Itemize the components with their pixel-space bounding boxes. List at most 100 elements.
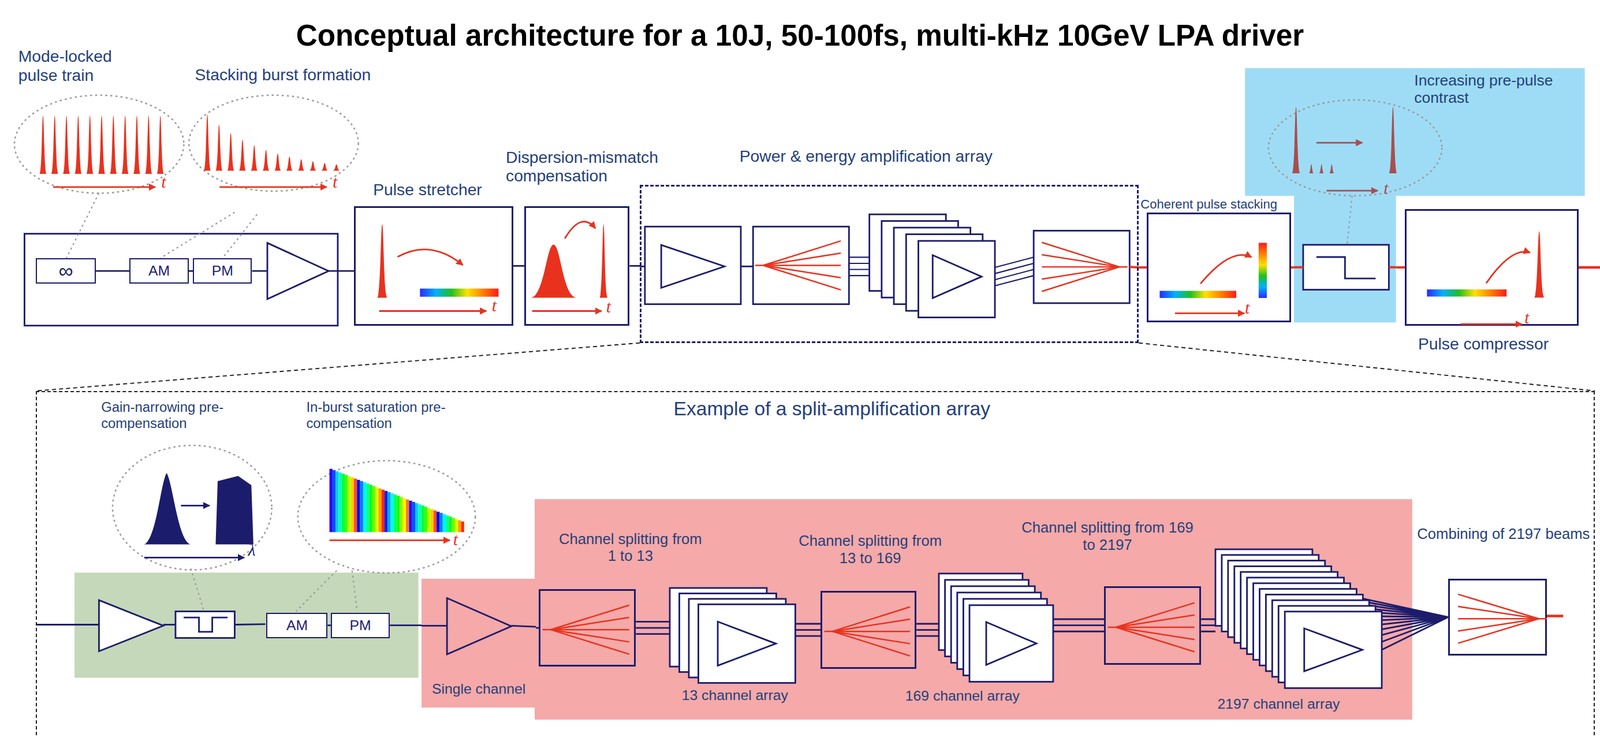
node-heading: Pulse stretcher [373,180,483,200]
wire [1457,618,1539,644]
module-box: AM [129,258,189,284]
node-heading: Coherent pulse stacking [1140,196,1278,212]
group-box: Power & energy amplification array [639,184,1139,343]
component-box [698,603,796,683]
wire [222,214,257,259]
pulse-shape [74,115,82,174]
time-arrow [379,310,487,312]
pulse-shape [1534,231,1545,298]
time-arrow [1175,312,1245,315]
stage-box: Dispersion-mismatch compensation [524,206,630,326]
spectral-stripe [348,475,352,532]
callout-ellipse: In-burst saturation pre-compensation [296,397,481,576]
pulse-shape [599,224,609,298]
drawing-part [669,587,796,683]
highlight-region [534,498,1413,720]
drawing-part [824,606,910,656]
wire [295,570,337,612]
callout-ellipse: Mode-locked pulse train [14,46,188,196]
axis-label: t [491,296,497,315]
wire [1388,266,1396,269]
amplifier-triangle [446,598,512,655]
spectral-stripe [345,474,349,532]
stage-box: Coherent pulse stacking [1146,212,1291,323]
spectral-stripe [388,491,391,532]
axis-label: t [1244,299,1250,317]
wire [1457,594,1539,619]
time-arrow [329,539,451,542]
pulse-shape [1308,164,1314,174]
component-box [752,226,849,304]
wire [66,192,100,259]
drawing-part [188,94,358,191]
pulse-shape [39,115,47,174]
pulse-shape [215,124,223,171]
spectral-stripe [437,511,440,532]
component-box [420,288,499,297]
spectral-stripe [400,496,404,532]
drawing-part [421,598,536,655]
component-box [1427,289,1508,297]
callout-ellipse [188,94,358,191]
spectral-stripe [369,484,373,532]
wire [159,212,235,259]
wire [740,265,753,268]
drawing-part [14,94,184,193]
spectral-stripe [415,502,419,532]
spectral-stripe [372,485,376,532]
amplifier-triangle [717,621,777,666]
callout-ellipse [297,460,476,573]
component-box [1258,242,1267,298]
drawing-part [24,192,1600,651]
connector [635,621,670,634]
node-figure [938,573,1054,682]
module-label: ∞ [58,259,73,283]
axis-label: t [332,173,338,191]
wire [848,256,870,258]
spectral-stripe [454,518,458,532]
spectral-stripe [403,497,406,532]
wire [1041,242,1120,267]
wire [763,265,841,290]
pulse-shape [109,115,117,174]
highlight-region [74,572,419,678]
module-label: AM [148,262,170,279]
amplifier-triangle [267,243,329,300]
component-box [1284,611,1382,689]
wire [1041,266,1120,268]
pulse-shape [1388,107,1397,174]
wire [763,240,841,266]
wire [1457,617,1539,619]
wire [1119,266,1128,268]
pulse-shape [226,132,234,171]
wire [1578,266,1600,270]
node-heading: Mode-locked pulse train [18,46,131,85]
component-box [918,240,995,318]
wire [1545,614,1564,618]
component-box [1303,244,1389,290]
pulse-shape [285,156,293,171]
amplifier-array: 13 channel array [669,587,796,683]
stage-box: Pulse compressor [1404,209,1579,326]
component-box [1160,290,1237,298]
node-heading: Channel splitting from 1 to 13 [553,530,707,565]
spectral-stripe [421,505,425,532]
drawing-part [1244,68,1585,323]
wire [35,342,640,391]
axis-label: λ [247,541,256,559]
node-figure [669,587,796,683]
stage-box: Combining of 2197 beams [1448,578,1547,656]
highlight-band [1244,68,1585,323]
spectral-stripe [424,506,428,532]
pulse-shape [98,115,106,174]
callout-ellipse [14,94,184,193]
step-filter-symbol [1316,256,1376,279]
pulse-shape [203,114,211,171]
node-heading: 2197 channel array [1217,695,1341,712]
wire [1457,618,1539,632]
pulse-shape [239,139,246,171]
node-figure [540,590,638,669]
connector [188,270,193,272]
wire [163,623,176,626]
spectral-stripe [445,515,449,532]
